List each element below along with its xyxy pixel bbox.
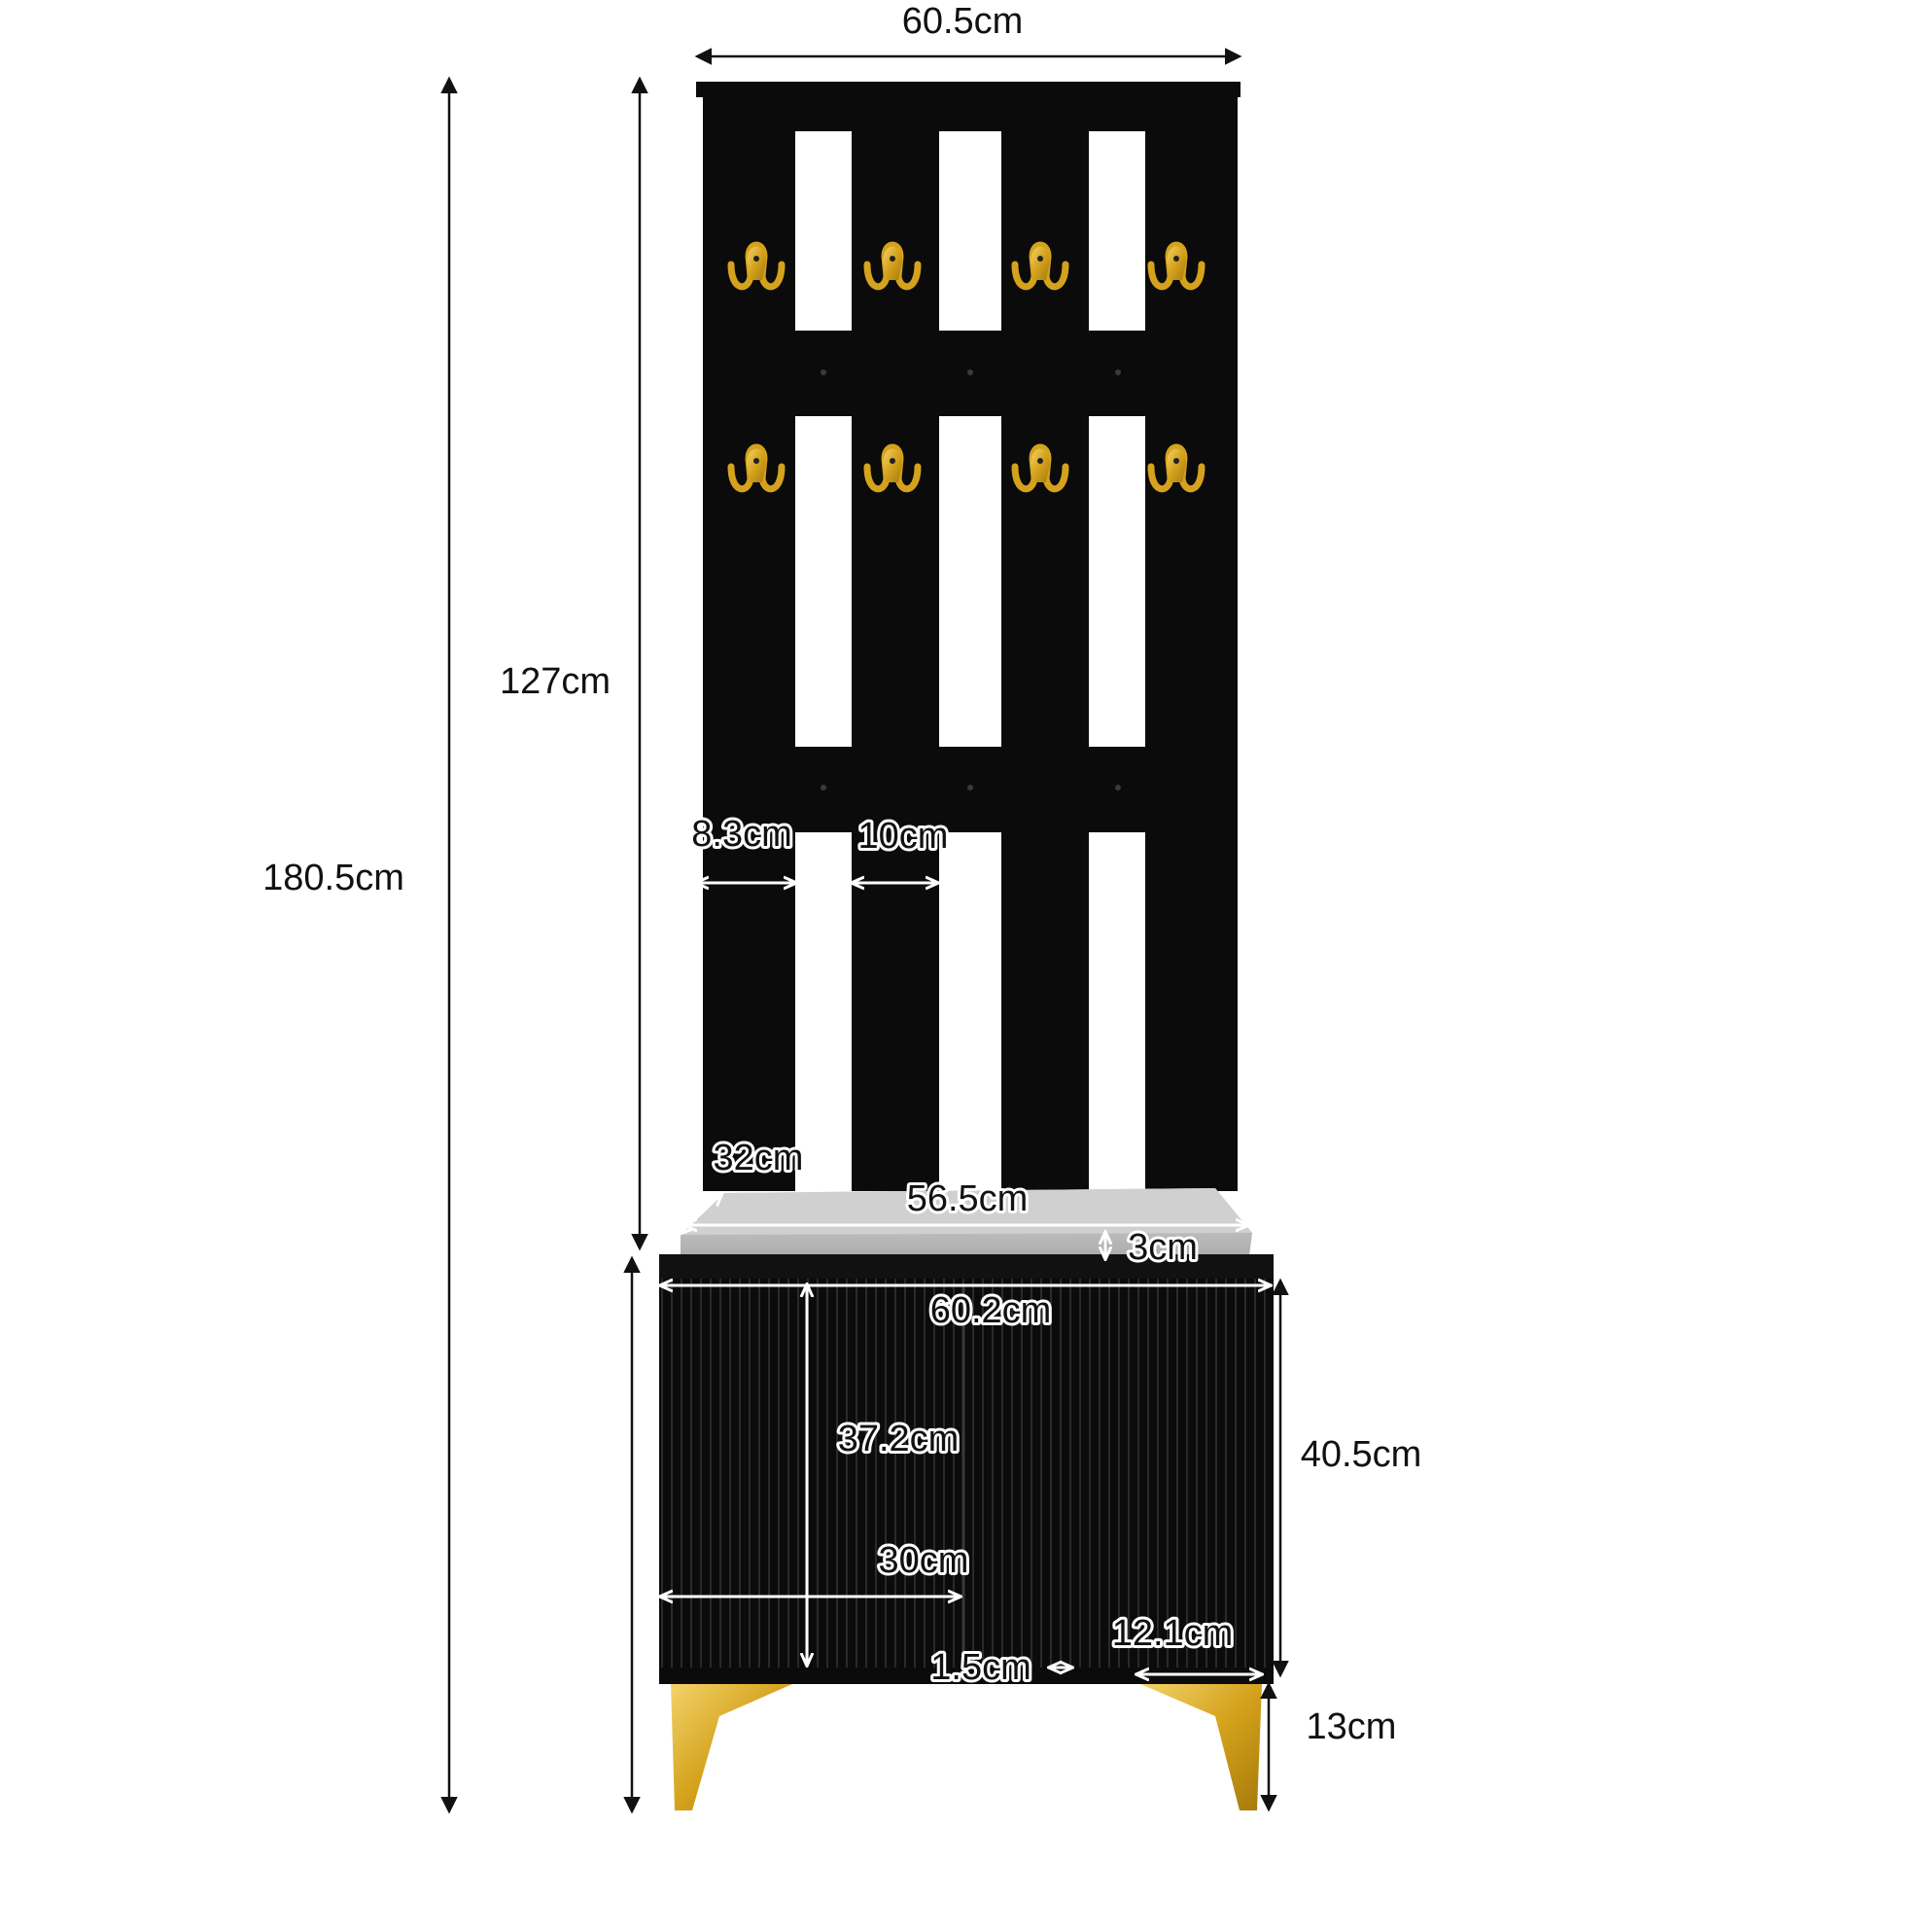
leg-left — [671, 1684, 792, 1810]
screw-dots — [821, 369, 1121, 790]
label-cabinet-width: 60.2cm — [930, 1290, 1052, 1331]
label-back-panel-height: 127cm — [500, 661, 611, 702]
label-leg-height: 13cm — [1307, 1706, 1397, 1747]
shoe-cabinet — [659, 1254, 1274, 1684]
label-interior-height: 37.2cm — [838, 1419, 960, 1459]
cabinet-body — [659, 1279, 1274, 1684]
label-side-panel-width: 8.3cm — [691, 814, 791, 855]
hook-icon — [1011, 443, 1069, 493]
hook-icon — [863, 241, 922, 291]
label-leg-width: 12.1cm — [1112, 1613, 1234, 1654]
top-rail — [703, 97, 1238, 131]
leg-right — [1140, 1684, 1262, 1810]
gold-legs — [671, 1684, 1262, 1810]
outer-dimension-lines — [440, 48, 1289, 1814]
label-bottom-panel: 1.5cm — [930, 1647, 1031, 1688]
inner-dimension-lines — [661, 883, 1270, 1674]
gold-hooks — [727, 241, 1206, 493]
hook-icon — [1147, 443, 1206, 493]
coat-rack-back-panel — [696, 82, 1241, 1191]
top-cap — [696, 82, 1241, 97]
hook-icon — [863, 443, 922, 493]
cabinet-base — [659, 1668, 1274, 1684]
label-slat-width: 10cm — [858, 816, 949, 857]
label-cushion-thickness: 3cm — [1128, 1227, 1198, 1268]
label-cushion-width: 56.5cm — [907, 1178, 1029, 1219]
label-seat-depth: 32cm — [714, 1138, 804, 1178]
hook-icon — [1011, 241, 1069, 291]
label-overall-height: 180.5cm — [262, 858, 404, 898]
right-side-panel — [1145, 97, 1238, 1191]
label-cabinet-height: 40.5cm — [1301, 1434, 1422, 1475]
label-interior-width: 30cm — [879, 1540, 969, 1581]
hook-icon — [1147, 241, 1206, 291]
hook-icon — [727, 241, 786, 291]
label-overall-width: 60.5cm — [902, 1, 1024, 42]
hook-icon — [727, 443, 786, 493]
